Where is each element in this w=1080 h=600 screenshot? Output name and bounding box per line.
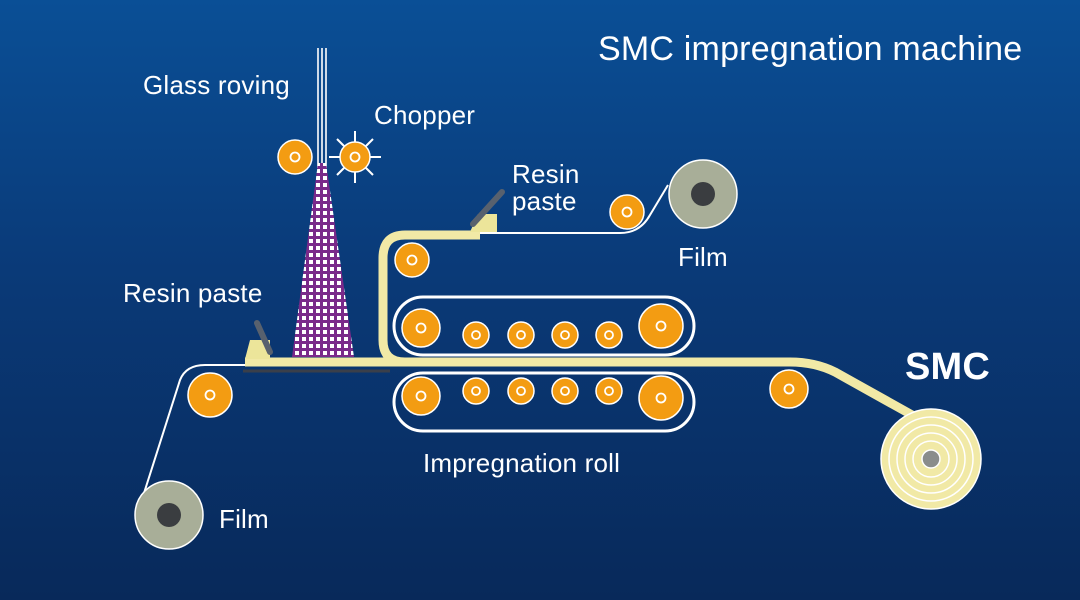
smc-takeup-roll <box>880 408 982 510</box>
label-resin-paste-upper-line2: paste <box>512 186 577 216</box>
chopper-roller <box>339 141 371 173</box>
roller <box>401 376 441 416</box>
lower-resin-box <box>245 320 273 359</box>
roller <box>462 321 490 349</box>
diagram-title: SMC impregnation machine <box>598 30 1023 68</box>
label-film-upper: Film <box>678 242 728 272</box>
chopped-fiber-fall <box>292 163 354 357</box>
roller <box>609 194 645 230</box>
chopper-rays <box>329 131 381 183</box>
roller-group <box>187 139 809 421</box>
roller <box>401 308 441 348</box>
lower-film-line <box>137 364 250 513</box>
upper-film-roll <box>668 159 738 229</box>
roller <box>551 321 579 349</box>
roller <box>507 377 535 405</box>
roller <box>769 369 809 409</box>
label-resin-paste-upper: Resin paste <box>512 161 579 215</box>
roller <box>507 321 535 349</box>
lower-impregnation-belt <box>392 371 696 433</box>
label-film-lower: Film <box>219 504 269 534</box>
upper-impregnation-belt <box>392 295 696 357</box>
upper-resin-box <box>470 189 505 232</box>
lower-film-roll <box>134 480 204 550</box>
upper-film-line <box>474 184 669 234</box>
roller <box>187 372 233 418</box>
label-glass-roving: Glass roving <box>143 70 290 100</box>
label-smc: SMC <box>905 346 991 388</box>
roller <box>595 321 623 349</box>
roller <box>277 139 313 175</box>
label-impregnation-roll: Impregnation roll <box>423 448 621 478</box>
roller <box>638 375 684 421</box>
lower-carrier-film <box>245 357 933 429</box>
roller <box>638 303 684 349</box>
label-resin-paste-upper-line1: Resin <box>512 159 580 189</box>
roller <box>462 377 490 405</box>
label-chopper: Chopper <box>374 100 476 130</box>
label-resin-paste-left: Resin paste <box>123 278 263 308</box>
roller <box>551 377 579 405</box>
roller <box>394 242 430 278</box>
glass-roving-strands <box>317 48 327 168</box>
roller <box>595 377 623 405</box>
